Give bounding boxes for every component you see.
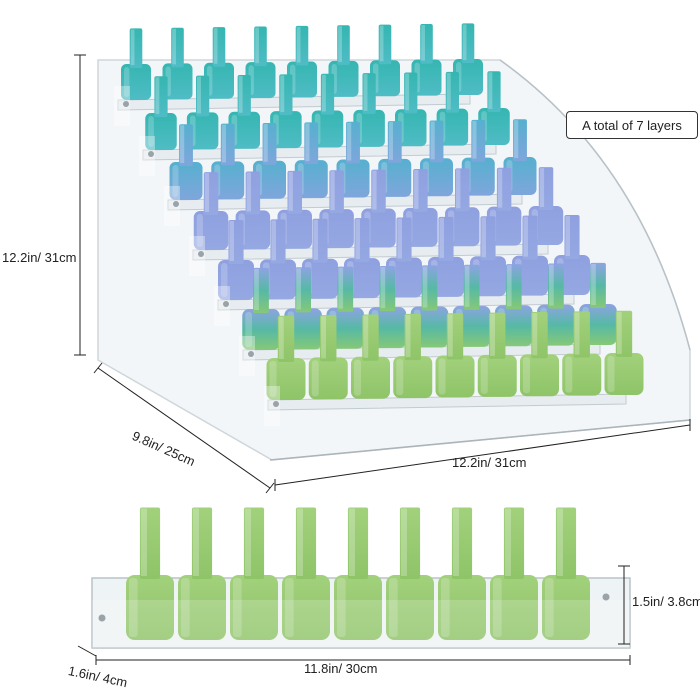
dimension-lines — [74, 54, 691, 665]
width-line — [274, 424, 691, 486]
nail-polish-bottle — [378, 121, 412, 197]
nail-polish-bottle — [162, 27, 193, 100]
nail-polish-bottle — [193, 172, 229, 250]
nail-polish-bottle — [230, 507, 278, 640]
nail-polish-bottle — [242, 267, 280, 350]
nail-polish-bottle — [477, 312, 517, 397]
nail-polish-bottle — [370, 24, 400, 97]
nail-polish-bottle — [218, 220, 254, 300]
single-height-label: 1.5in/ 3.8cm — [632, 594, 700, 609]
nail-polish-bottle — [266, 315, 306, 400]
nail-polish-bottle — [245, 26, 276, 99]
nail-polish-bottle — [562, 311, 602, 396]
nail-polish-bottle — [121, 28, 151, 100]
seven-layer-rack — [97, 23, 691, 461]
screw-icon — [123, 101, 129, 107]
nail-polish-bottle — [393, 313, 433, 399]
screw-icon — [148, 151, 154, 157]
tray-front-glass — [92, 600, 630, 648]
nail-polish-bottle — [282, 507, 330, 640]
nail-polish-bottle — [204, 27, 234, 99]
screw-icon — [173, 201, 179, 207]
nail-polish-bottle — [270, 74, 302, 149]
nail-polish-bottle — [435, 313, 475, 398]
nail-polish-bottle — [308, 315, 348, 400]
screw-icon — [602, 593, 610, 601]
front-panel-glare — [239, 336, 255, 376]
nail-polish-bottle — [351, 314, 390, 399]
single-shelf — [91, 507, 631, 649]
single-depth-line — [77, 645, 97, 657]
nail-polish-bottle — [604, 310, 644, 395]
side-panel-edge — [499, 59, 691, 351]
nail-polish-bottle — [520, 312, 559, 397]
height-label: 12.2in/ 31cm — [2, 250, 77, 265]
nail-polish-bottle — [287, 25, 317, 98]
nail-polish-bottle — [478, 71, 510, 145]
width-label: 12.2in/ 31cm — [452, 455, 527, 470]
nail-polish-bottle — [490, 507, 538, 640]
nail-polish-bottle — [542, 507, 590, 640]
rack-layer — [264, 310, 644, 426]
front-panel-glare — [264, 386, 280, 426]
nail-polish-bottle — [436, 71, 469, 146]
screw-icon — [98, 614, 106, 622]
screw-icon — [198, 251, 204, 257]
nail-polish-bottle — [145, 76, 177, 150]
front-panel-glare — [214, 286, 230, 326]
front-panel-glare — [139, 136, 155, 176]
nail-polish-bottle — [334, 507, 382, 640]
base-edge — [269, 419, 691, 461]
single-width-label: 11.8in/ 30cm — [304, 661, 378, 676]
screw-icon — [223, 301, 229, 307]
nail-polish-bottle — [353, 73, 385, 147]
front-panel-glare — [114, 86, 130, 126]
front-panel-glare — [189, 236, 205, 276]
depth-tick — [265, 482, 275, 494]
front-panel-glare — [164, 186, 180, 226]
depth-tick — [93, 362, 103, 374]
depth-line — [97, 367, 271, 489]
nail-polish-bottle — [386, 507, 434, 640]
screw-icon — [248, 351, 254, 357]
nail-polish-bottle — [178, 507, 226, 640]
nail-polish-bottle — [169, 124, 203, 200]
screw-icon — [273, 401, 279, 407]
layers-callout: A total of 7 layers — [566, 111, 698, 139]
nail-polish-bottle — [126, 507, 174, 640]
nail-polish-bottle — [328, 25, 359, 97]
nail-polish-bottle — [438, 507, 486, 640]
